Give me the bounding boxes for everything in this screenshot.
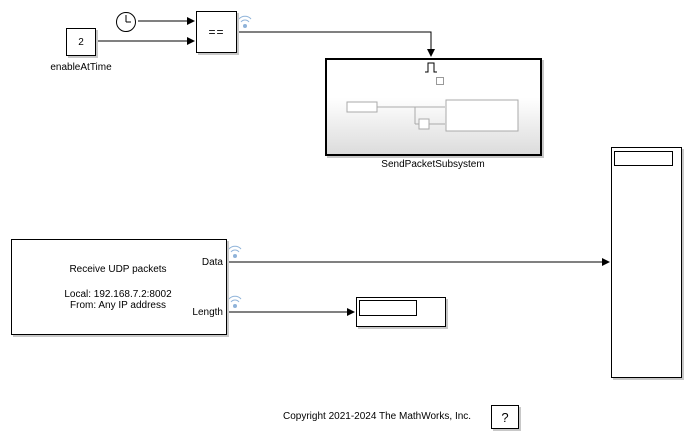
constant-block[interactable]: 2	[66, 28, 96, 56]
display-block[interactable]	[356, 297, 446, 327]
subsystem-preview	[346, 99, 519, 132]
clock-block[interactable]	[115, 11, 137, 33]
udp-receive-title: Receive UDP packets	[69, 264, 167, 275]
compare-block[interactable]: ==	[196, 11, 237, 53]
send-packet-subsystem-block[interactable]	[325, 58, 542, 156]
constant-value: 2	[78, 36, 84, 48]
scope-readout	[614, 151, 673, 166]
subsystem-block-name: SendPacketSubsystem	[381, 159, 485, 170]
subsystem-port-indicator	[436, 77, 444, 85]
clock-icon	[116, 12, 136, 32]
help-button[interactable]: ?	[491, 405, 519, 429]
help-icon: ?	[501, 409, 509, 425]
port-label-data: Data	[201, 257, 223, 268]
pulse-trigger-icon	[425, 62, 437, 73]
compare-to-trigger-line[interactable]	[238, 31, 435, 57]
udp-remote-address: From: Any IP address	[70, 300, 166, 311]
copyright-text: Copyright 2021-2024 The MathWorks, Inc.	[283, 411, 472, 422]
signal-badge-icon	[228, 295, 242, 308]
display-readout	[359, 300, 417, 316]
scope-block[interactable]	[611, 147, 682, 378]
port-label-length: Length	[192, 307, 223, 318]
udp-local-address: Local: 192.168.7.2:8002	[64, 289, 172, 300]
signal-badge-icon	[228, 245, 242, 258]
compare-operator: ==	[208, 25, 225, 39]
constant-block-name: enableAtTime	[50, 62, 112, 73]
udp-receive-block[interactable]: Receive UDP packets Local: 192.168.7.2:8…	[11, 239, 227, 335]
signal-badge-icon	[238, 15, 252, 28]
